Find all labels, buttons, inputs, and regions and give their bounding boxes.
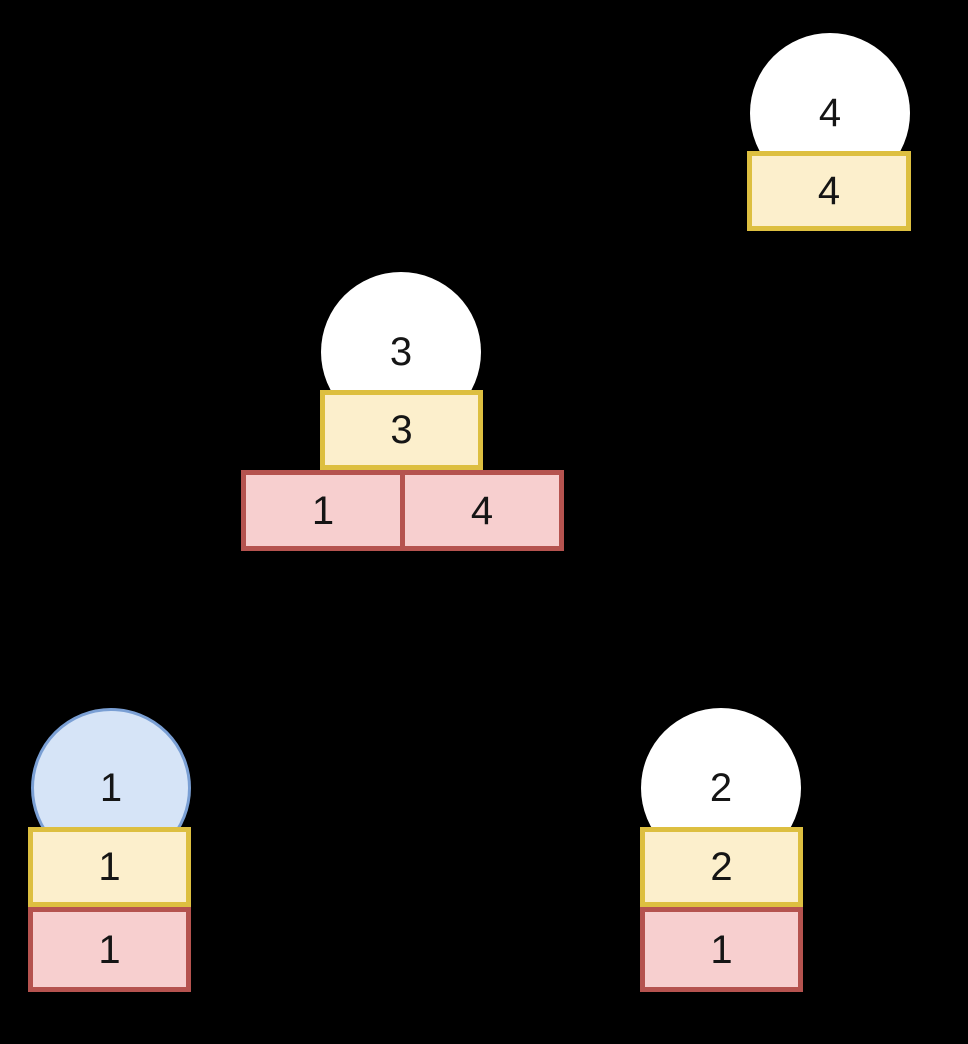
- node-value-cell-label: 3: [390, 408, 413, 452]
- node-child-cell-label: 1: [98, 927, 121, 972]
- node-child-row[interactable]: 1: [640, 907, 803, 992]
- node-key-label: 2: [709, 766, 733, 810]
- node-value-row[interactable]: 1: [28, 827, 191, 907]
- node-child-cell[interactable]: 1: [33, 912, 186, 987]
- node-child-cell[interactable]: 1: [645, 912, 798, 987]
- node-value-row[interactable]: 2: [640, 827, 803, 907]
- node-value-cell[interactable]: 4: [752, 156, 906, 226]
- node-value-row[interactable]: 4: [747, 151, 911, 231]
- node-value-cell[interactable]: 1: [33, 832, 186, 902]
- node-child-cell-label: 1: [311, 488, 335, 533]
- node-value-cell[interactable]: 2: [645, 832, 798, 902]
- node-child-cell[interactable]: 1: [246, 475, 400, 546]
- node-key-label: 1: [99, 766, 123, 810]
- node-value-cell-label: 4: [817, 169, 841, 213]
- node-child-row[interactable]: 1: [28, 907, 191, 992]
- node-value-cell-label: 1: [98, 845, 121, 889]
- node-value-cell-label: 2: [710, 845, 733, 889]
- node-child-cell-label: 1: [710, 927, 733, 972]
- node-value-cell[interactable]: 3: [325, 395, 478, 465]
- node-value-row[interactable]: 3: [320, 390, 483, 470]
- node-child-cell-label: 4: [470, 488, 494, 533]
- node-key-label: 4: [818, 91, 842, 135]
- node-key-label: 3: [389, 330, 413, 374]
- node-child-cell[interactable]: 4: [400, 475, 559, 546]
